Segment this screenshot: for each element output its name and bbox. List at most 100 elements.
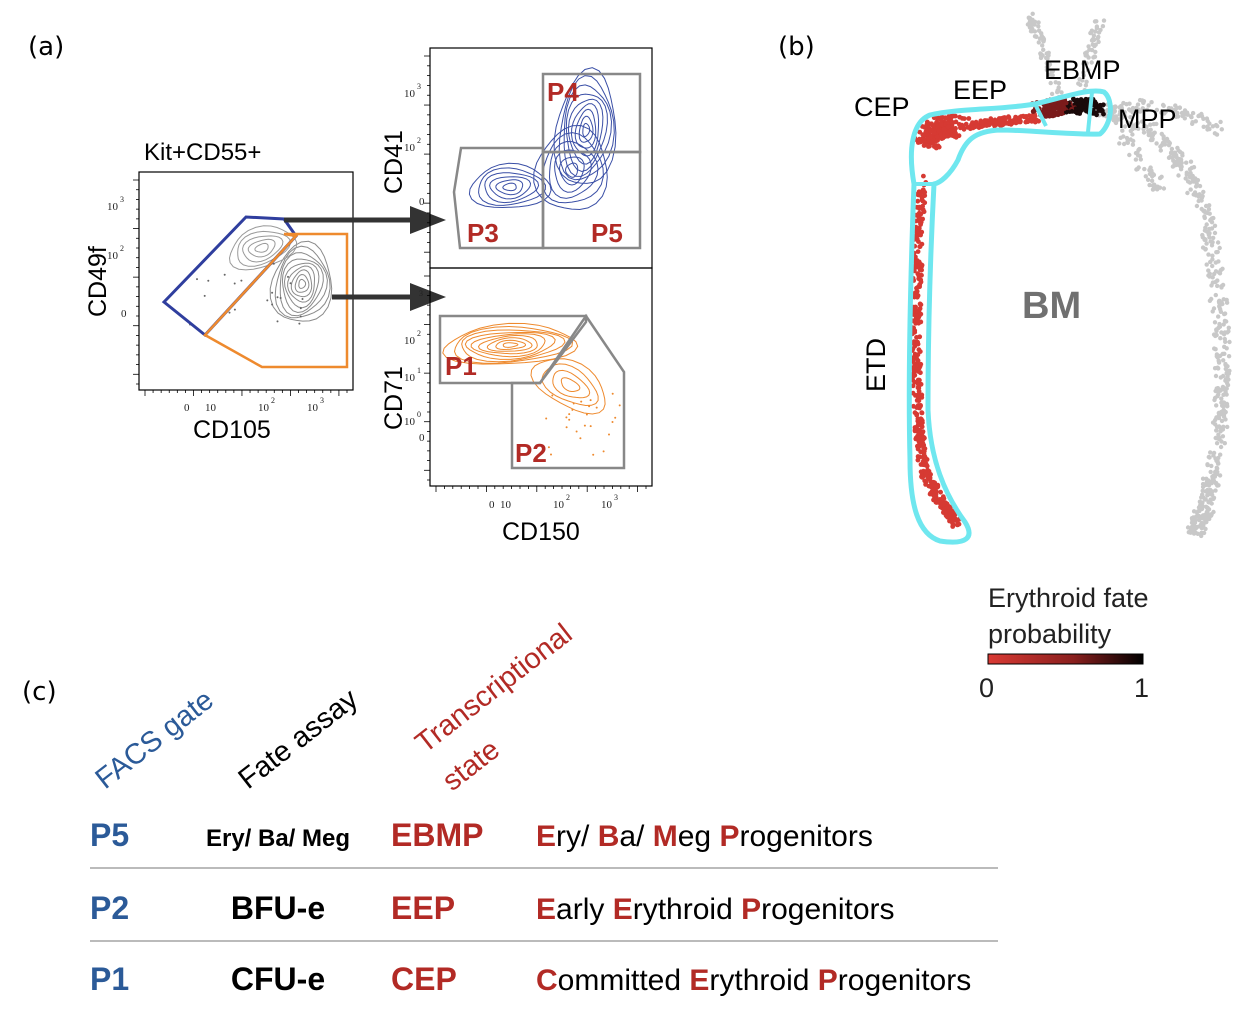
umap-cell bbox=[1202, 237, 1207, 242]
umap-cell bbox=[929, 490, 935, 496]
umap-cell bbox=[1201, 189, 1206, 195]
umap-cell bbox=[1148, 122, 1153, 127]
umap-cell bbox=[1213, 373, 1219, 379]
umap-cell bbox=[916, 137, 922, 142]
plot2-blue-contour bbox=[570, 103, 600, 157]
umap-cell bbox=[922, 478, 928, 484]
umap-cell bbox=[1213, 122, 1219, 128]
umap-cell bbox=[918, 319, 924, 325]
svg-text:0: 0 bbox=[419, 196, 425, 208]
umap-cell bbox=[1227, 368, 1232, 373]
umap-cell bbox=[916, 398, 922, 404]
umap-cell bbox=[1049, 91, 1055, 97]
umap-cell bbox=[1089, 60, 1094, 65]
umap-cell bbox=[1050, 68, 1056, 74]
umap-cell bbox=[1210, 309, 1215, 314]
umap-cell bbox=[1206, 268, 1211, 273]
colorbar-min-label: 0 bbox=[979, 673, 994, 703]
umap-cell bbox=[1133, 122, 1139, 128]
umap-cell bbox=[1083, 83, 1089, 88]
umap-cell bbox=[1007, 121, 1013, 127]
plot1-gray-contour bbox=[274, 245, 331, 319]
umap-cell bbox=[1175, 110, 1180, 116]
plot1-ytick-0: 10 3 bbox=[107, 195, 124, 213]
umap-cell bbox=[1138, 157, 1144, 162]
umap-cell bbox=[1205, 462, 1210, 468]
umap-cell bbox=[1213, 435, 1218, 441]
umap-cell bbox=[1141, 126, 1146, 132]
plot1-event-dot bbox=[272, 262, 275, 265]
umap-cell bbox=[914, 405, 920, 410]
umap-cell bbox=[913, 254, 918, 260]
umap-cell bbox=[1118, 109, 1123, 114]
umap-cell bbox=[1154, 107, 1160, 113]
svg-text:3: 3 bbox=[614, 493, 618, 502]
plot1-gray-contour bbox=[247, 238, 276, 258]
umap-cell bbox=[1142, 166, 1147, 172]
umap-cell bbox=[1078, 97, 1084, 102]
svg-text:10: 10 bbox=[107, 250, 119, 262]
plot1-event-dot bbox=[228, 311, 231, 314]
umap-cell bbox=[1188, 159, 1194, 164]
umap-cell bbox=[918, 232, 923, 238]
umap-cell bbox=[1094, 112, 1099, 118]
umap-cell bbox=[918, 222, 923, 227]
umap-cell bbox=[1211, 509, 1216, 515]
plot3-event-dot bbox=[592, 453, 595, 456]
umap-outline-eep-div bbox=[1033, 103, 1048, 127]
plot2-gate-p3-label: P3 bbox=[467, 218, 499, 248]
plot3-event-dot bbox=[565, 426, 568, 429]
plot3-contours bbox=[442, 322, 621, 456]
plot3-event-dot bbox=[579, 437, 582, 440]
umap-cell bbox=[1158, 144, 1163, 149]
umap-cell bbox=[1198, 503, 1203, 508]
umap-cell bbox=[1219, 400, 1224, 405]
umap-cell bbox=[1088, 30, 1093, 36]
plot1-gray-contour bbox=[281, 258, 324, 314]
plot3-event-dot bbox=[602, 450, 605, 453]
umap-cell bbox=[921, 209, 927, 215]
umap-cell bbox=[1184, 160, 1189, 165]
plot1-gray-contour bbox=[290, 269, 313, 298]
umap-cell bbox=[915, 293, 921, 298]
umap-cell bbox=[1218, 119, 1223, 125]
plot2-blue-contour bbox=[574, 108, 597, 149]
umap-cell bbox=[929, 121, 934, 127]
colorbar bbox=[987, 653, 1144, 665]
umap-cell bbox=[953, 119, 959, 125]
plot2-blue-contour bbox=[495, 179, 524, 196]
umap-cell bbox=[1220, 434, 1226, 439]
umap-cell bbox=[1043, 108, 1049, 114]
umap-cell bbox=[1117, 141, 1122, 146]
umap-cell bbox=[1091, 55, 1096, 60]
umap-cell bbox=[1130, 105, 1136, 111]
plot2-axis-ticks bbox=[424, 55, 430, 263]
plot1-title: Kit+CD55+ bbox=[144, 139, 261, 166]
row-fate: CFU-e bbox=[231, 961, 325, 997]
umap-cell bbox=[1094, 24, 1100, 29]
umap-gray-cells bbox=[1025, 11, 1232, 539]
row-description: Early Erythroid Progenitors bbox=[536, 893, 895, 926]
umap-cell bbox=[1202, 482, 1208, 488]
umap-cell bbox=[1219, 439, 1224, 444]
plot1-event-dot bbox=[233, 282, 236, 285]
umap-cell bbox=[1032, 34, 1038, 39]
umap-cell bbox=[920, 194, 925, 200]
umap-cell bbox=[1216, 314, 1221, 319]
umap-cell bbox=[1176, 173, 1181, 178]
umap-cell bbox=[1216, 392, 1221, 397]
umap-cell bbox=[1161, 186, 1167, 191]
umap-cell bbox=[1221, 392, 1226, 397]
umap-cell bbox=[1206, 478, 1211, 483]
plot1-gray-contour bbox=[283, 262, 320, 309]
umap-cell bbox=[1081, 70, 1086, 75]
plot2-contours bbox=[468, 67, 617, 211]
umap-cell bbox=[912, 372, 918, 378]
umap-cell bbox=[1202, 214, 1207, 219]
plot2-blue-contour bbox=[553, 67, 617, 184]
umap-cell bbox=[1213, 279, 1218, 285]
umap-cell bbox=[1196, 513, 1202, 519]
umap-cell bbox=[1216, 358, 1221, 363]
umap-cell bbox=[1201, 124, 1206, 129]
